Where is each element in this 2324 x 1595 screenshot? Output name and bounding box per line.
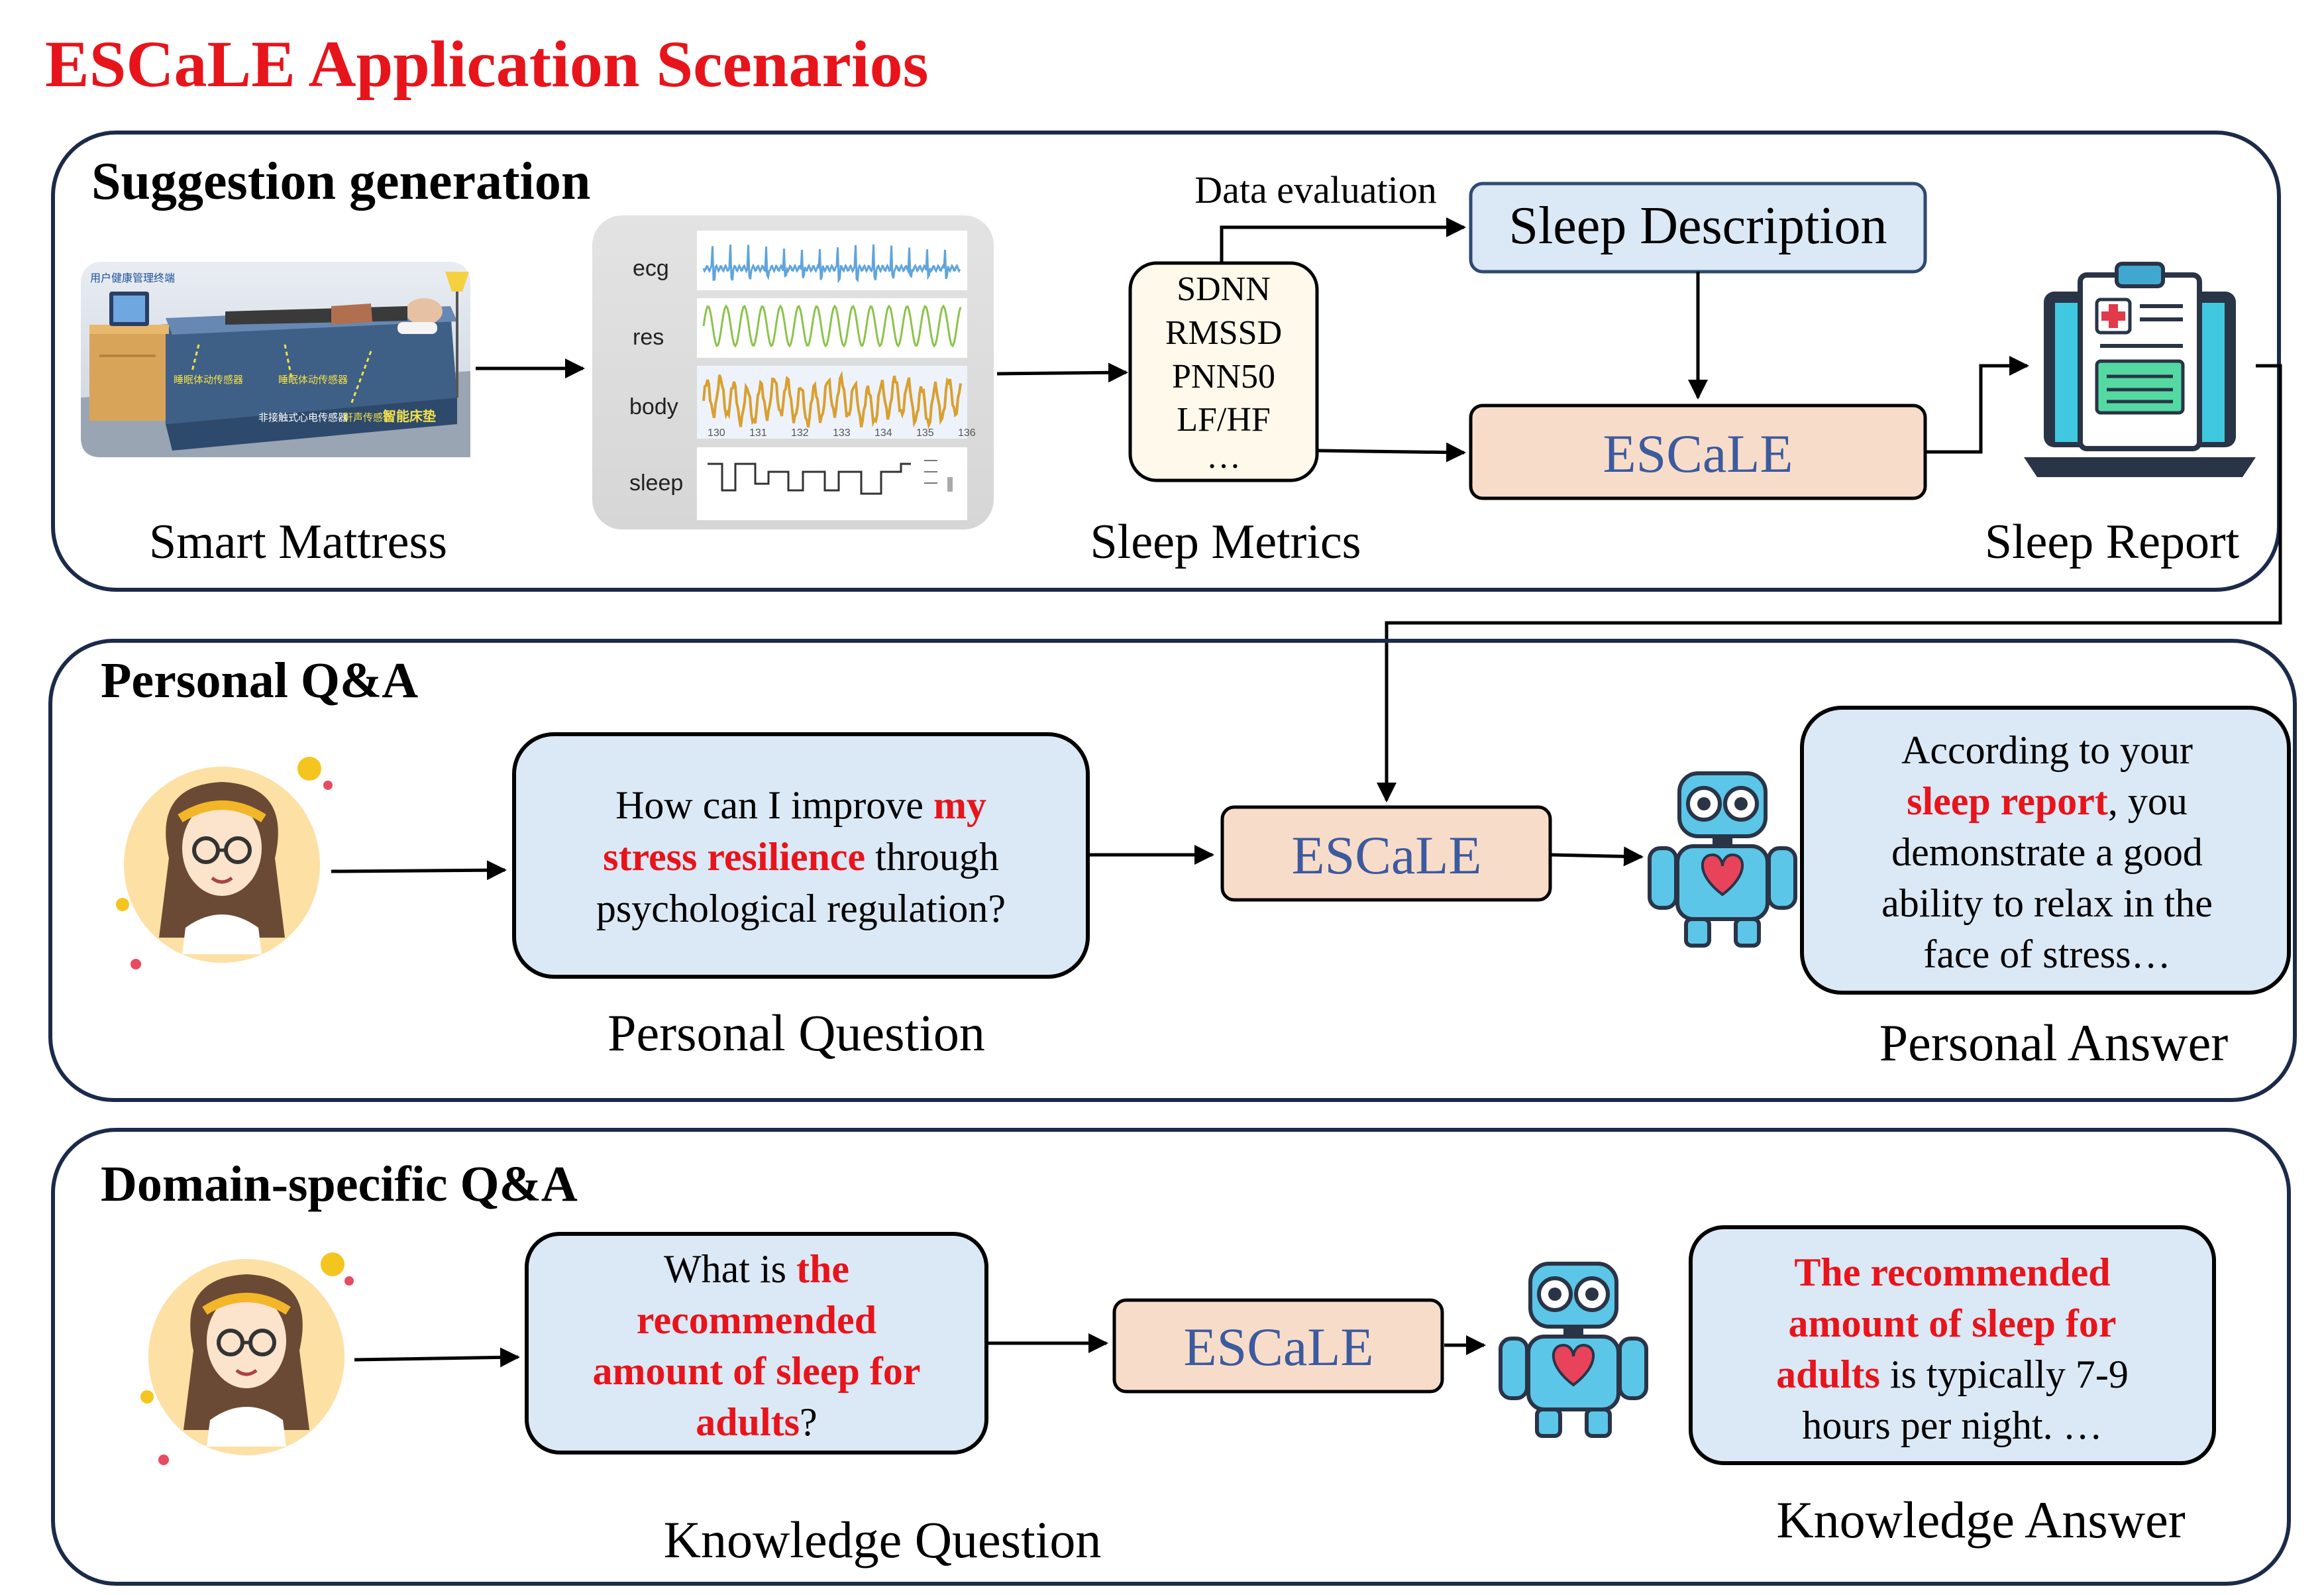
escale-label-personal: ESCaLE — [1292, 825, 1482, 885]
metrics-box — [1128, 261, 1319, 482]
signal-tick-label: 133 — [833, 427, 851, 439]
escale-box-personal — [1220, 805, 1552, 902]
text-segment: According to your — [1901, 728, 2193, 772]
arrow-user-question-personal — [331, 860, 507, 881]
arrow-escale-robot-personal — [1551, 846, 1644, 867]
res-waveform — [702, 304, 962, 348]
highlight-text: my — [933, 783, 986, 827]
signal-tick-label: 134 — [874, 427, 892, 439]
highlight-text: stress resilience — [603, 835, 865, 879]
knowledge-question-text: What is the recommended amount of sleep fo… — [593, 1247, 921, 1444]
signal-label-body: body — [629, 394, 678, 419]
signal-label-res: res — [633, 325, 664, 350]
highlight-text: adults — [696, 1400, 800, 1444]
body-waveform — [702, 370, 962, 429]
caption-personal-question: Personal Question — [607, 1004, 985, 1062]
text-segment: demonstrate a good — [1891, 830, 2203, 874]
text-segment: ? — [800, 1400, 818, 1444]
text-segment: , you — [2108, 779, 2188, 823]
text-segment: face of stress… — [1923, 932, 2170, 976]
signal-label-sleep: sleep — [629, 470, 683, 496]
metric-pnn50: PNN50 — [1172, 358, 1275, 396]
personal-answer-box — [1800, 706, 2291, 995]
heading-suggestion: Suggestion generation — [91, 152, 590, 211]
signals-panel: ecg res body sleep 130 131 132 133 134 135 136 — [592, 215, 994, 529]
sleep-hypnogram — [708, 463, 911, 495]
signal-tick-label: 130 — [708, 427, 725, 439]
personal-question-box — [512, 732, 1090, 979]
signal-tick-label: 135 — [916, 427, 934, 439]
metric-lfhf: LF/HF — [1177, 401, 1271, 439]
knowledge-answer-box — [1689, 1225, 2216, 1465]
personal-question-text: How can I improve my stress resilience th… — [596, 783, 1006, 930]
main-title: ESCaLE Application Scenarios — [45, 27, 929, 101]
text-segment: ability to relax in the — [1881, 881, 2213, 925]
robot-icon-personal — [1648, 771, 1797, 948]
highlight-text: sleep report — [1907, 779, 2108, 823]
caption-smart-mattress: Smart Mattress — [149, 515, 447, 569]
knowledge-question-box — [525, 1232, 988, 1455]
highlight-text: the — [796, 1247, 849, 1291]
arrow-signals-metrics — [996, 362, 1128, 383]
user-avatar-personal — [116, 757, 333, 969]
arrow-metrics-escale — [1318, 442, 1466, 463]
caption-personal-answer: Personal Answer — [1879, 1014, 2228, 1072]
metric-rmssd: RMSSD — [1165, 314, 1282, 352]
text-segment: What is — [664, 1247, 796, 1291]
data-evaluation-label: Data evaluation — [1194, 168, 1437, 211]
escale-label-suggestion: ESCaLE — [1603, 423, 1793, 484]
robot-icon-domain — [1499, 1262, 1648, 1438]
signal-label-ecg: ecg — [633, 256, 669, 281]
signal-tick-label: 132 — [791, 427, 809, 439]
escale-label-domain: ESCaLE — [1184, 1317, 1374, 1377]
sleep-description-label: Sleep Description — [1509, 197, 1887, 255]
text-segment: through — [865, 835, 999, 879]
mattress-label-4: 鼾声传感器 — [343, 412, 393, 423]
highlight-text: The recommended — [1794, 1250, 2110, 1294]
smart-mattress-image: 用户健康管理终端 睡眠体动传感器 睡眠体动传感器 非接触式心电传感器 鼾声传感器… — [81, 262, 470, 457]
hypnogram-legend — [924, 460, 953, 492]
caption-sleep-report: Sleep Report — [1985, 515, 2240, 569]
sleep-report-icon — [2024, 262, 2256, 477]
highlight-text: recommended — [637, 1298, 876, 1342]
user-avatar-domain — [140, 1252, 354, 1465]
panel-suggestion — [51, 131, 2281, 592]
knowledge-answer-text: The recommended amount of sleep for adults… — [1776, 1250, 2129, 1447]
mattress-label-1: 睡眠体动传感器 — [174, 374, 243, 386]
heading-personal: Personal Q&A — [101, 653, 418, 708]
signal-tick-labels: 130 131 132 133 134 135 136 — [708, 427, 976, 439]
arrow-report-to-personal-escale — [1377, 364, 2282, 802]
signal-tick-label: 136 — [958, 427, 976, 439]
text-segment: hours per night. … — [1802, 1403, 2102, 1447]
mattress-label-5: 智能床垫 — [383, 408, 436, 424]
metric-sdnn: SDNN — [1177, 270, 1271, 308]
highlight-text: adults — [1776, 1352, 1880, 1396]
mattress-label-3: 非接触式心电传感器 — [258, 412, 348, 423]
text-segment: psychological regulation? — [596, 887, 1006, 930]
arrow-escale-report — [1925, 356, 2029, 454]
highlight-text: amount of sleep for — [593, 1349, 921, 1393]
heading-domain: Domain-specific Q&A — [101, 1156, 578, 1212]
signal-tick-label: 131 — [749, 427, 767, 439]
mattress-label-2: 睡眠体动传感器 — [278, 374, 348, 386]
ecg-waveform — [702, 244, 961, 284]
metric-ellipsis: … — [1206, 438, 1241, 476]
text-segment: How can I improve — [615, 783, 933, 827]
caption-sleep-metrics: Sleep Metrics — [1090, 515, 1361, 569]
panel-personal — [48, 639, 2297, 1102]
highlight-text: amount of sleep for — [1789, 1301, 2117, 1345]
text-segment: is typically 7-9 — [1880, 1352, 2129, 1396]
caption-knowledge-answer: Knowledge Answer — [1776, 1491, 2185, 1549]
escale-box-domain — [1112, 1298, 1444, 1394]
panel-domain — [51, 1128, 2291, 1586]
personal-answer-text: According to your sleep report, you demons… — [1881, 728, 2213, 976]
arrow-metrics-description — [1220, 217, 1466, 263]
mattress-tag: 用户健康管理终端 — [90, 272, 175, 284]
arrow-user-question-domain — [354, 1347, 520, 1368]
caption-knowledge-question: Knowledge Question — [664, 1511, 1102, 1568]
